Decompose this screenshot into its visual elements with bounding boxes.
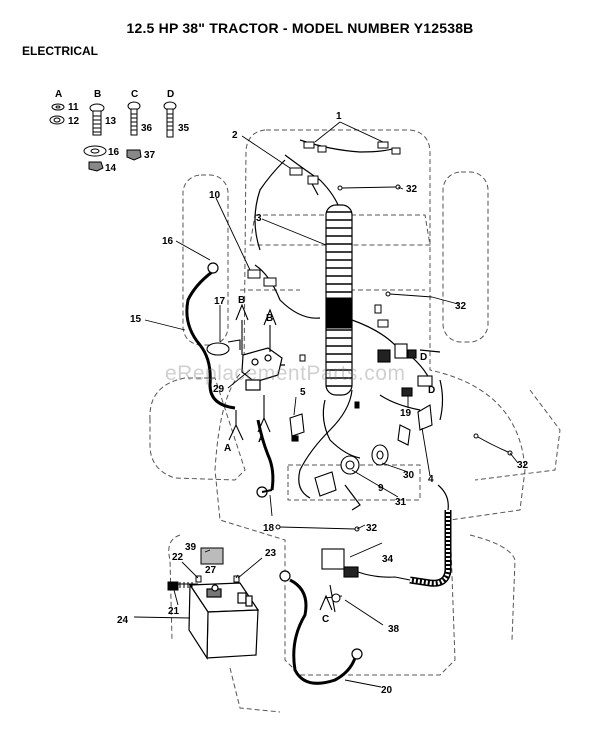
callout-37: 37: [144, 150, 156, 161]
hardware-C: [126, 101, 142, 161]
callout-24: 24: [117, 615, 129, 626]
hardware-A: [49, 103, 65, 125]
ref-letter-a1: A: [224, 443, 231, 454]
ignition-parts: [340, 424, 411, 475]
connectors-1: [303, 141, 401, 155]
callout-2: 2: [232, 130, 238, 141]
connectors-10: [247, 269, 277, 287]
callout-20: 20: [381, 685, 393, 696]
callout-39: 39: [185, 542, 197, 553]
ground-cable-18: [256, 419, 275, 498]
callout-29: 29: [213, 384, 225, 395]
ref-letter-b1: B: [238, 295, 245, 306]
callout-4: 4: [428, 474, 434, 485]
ref-letter-d1: D: [420, 352, 427, 363]
callout-12: 12: [68, 116, 80, 127]
callout-11: 11: [68, 102, 79, 113]
part-9: [314, 471, 337, 497]
callout-16b: 16: [162, 236, 174, 247]
battery-cable-20: [279, 570, 363, 685]
hardware-col-D: D: [167, 89, 174, 100]
callout-14: 14: [105, 163, 117, 174]
callout-31: 31: [395, 497, 407, 508]
callout-18: 18: [263, 523, 275, 534]
section-label: ELECTRICAL: [22, 44, 98, 58]
callout-17: 17: [214, 296, 226, 307]
ground-38: [324, 584, 343, 613]
callout-23: 23: [265, 548, 277, 559]
callout-32a: 32: [406, 184, 418, 195]
battery: [188, 582, 260, 660]
corrugated-loom: [325, 204, 353, 396]
hardware-col-A: A: [55, 89, 62, 100]
hardware-B: [83, 103, 107, 172]
watermark: eReplacementParts.com: [165, 362, 406, 385]
switch-cluster: [377, 343, 433, 431]
callout-32d: 32: [366, 523, 378, 534]
callout-1: 1: [336, 111, 342, 122]
callout-32c: 32: [517, 460, 529, 471]
leader-lines: [133, 121, 519, 688]
callout-10: 10: [209, 190, 221, 201]
starter-solenoid: [241, 347, 283, 391]
callout-34: 34: [382, 554, 394, 565]
callout-3: 3: [256, 213, 262, 224]
ref-letter-b2: B: [266, 313, 273, 324]
callout-38: 38: [388, 624, 400, 635]
hardware-D: [163, 101, 177, 138]
cable-loom-right: [409, 484, 452, 587]
callout-16a: 16: [108, 147, 120, 158]
hardware-col-B: B: [94, 89, 101, 100]
callout-30: 30: [403, 470, 415, 481]
hardware-col-C: C: [131, 89, 138, 100]
battery-cable-15: [185, 262, 236, 410]
ref-letter-c: C: [322, 614, 329, 625]
callout-5: 5: [300, 387, 306, 398]
callout-27: 27: [205, 565, 217, 576]
jumper-wires-32: [275, 184, 513, 532]
callout-36: 36: [141, 123, 153, 134]
harness-connectors: [299, 304, 389, 409]
callout-35: 35: [178, 123, 190, 134]
callout-13: 13: [105, 116, 117, 127]
part-17: [206, 339, 241, 356]
callout-22: 22: [172, 552, 184, 563]
callout-19: 19: [400, 408, 412, 419]
callout-15: 15: [130, 314, 142, 325]
tractor-outline: [149, 129, 561, 713]
ref-letter-d2: D: [428, 385, 435, 396]
part-34: [321, 548, 411, 581]
callout-21: 21: [168, 606, 180, 617]
diagram-title: 12.5 HP 38" TRACTOR - MODEL NUMBER Y1253…: [126, 20, 474, 36]
ref-letter-a2: A: [258, 434, 265, 445]
callout-9: 9: [378, 483, 384, 494]
connectors-2: [289, 167, 319, 185]
battery-hardware: [167, 547, 240, 591]
callout-32b: 32: [455, 301, 467, 312]
ref-arrows-a: [228, 303, 333, 611]
part-5: [289, 413, 305, 442]
